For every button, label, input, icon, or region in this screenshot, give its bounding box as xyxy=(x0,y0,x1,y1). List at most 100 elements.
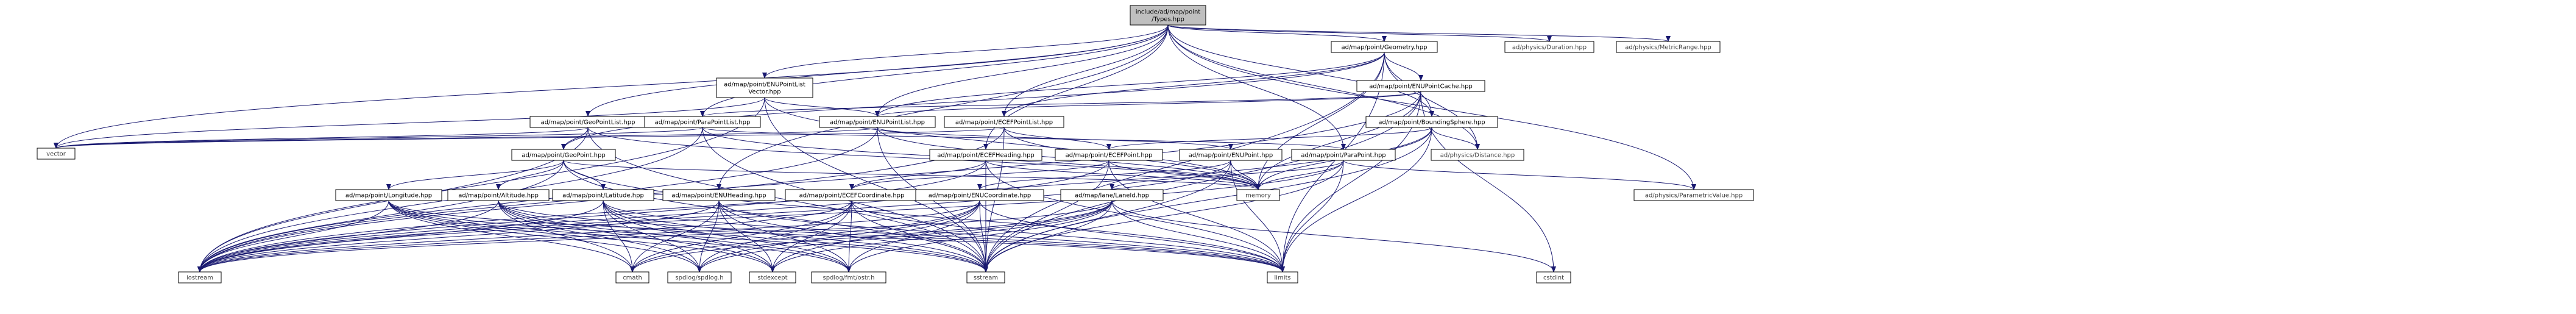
edges-layer xyxy=(54,24,1696,273)
node-enuheading[interactable]: ad/map/point/ENUHeading.hpp xyxy=(662,189,776,201)
edge-types-to-duration xyxy=(1167,24,1552,42)
edge-altitude-to-stdexcept xyxy=(498,200,775,273)
edge-longitude-to-limits xyxy=(388,200,1285,273)
edge-altitude-to-fmt xyxy=(498,200,851,273)
node-label-sstream-0: sstream xyxy=(974,275,998,282)
node-label-enupointcache-0: ad/map/point/ENUPointCache.hpp xyxy=(1369,84,1473,90)
node-geopoint[interactable]: ad/map/point/GeoPoint.hpp xyxy=(511,149,616,161)
edge-enupointcache-to-parapointlist xyxy=(700,91,1421,117)
edge-parapointlist-to-parapoint xyxy=(702,127,1346,150)
node-label-types-1: /Types.hpp xyxy=(1152,16,1184,23)
edge-types-to-ecefpointlist xyxy=(1002,24,1169,117)
node-box-ecefpointlist xyxy=(944,116,1064,128)
edge-latitude-to-sstream xyxy=(603,200,988,273)
edge-geometry-to-distance xyxy=(1384,52,1480,150)
edge-ecefheading-to-limits xyxy=(985,160,1285,273)
edge-enucoordinate-to-cmath xyxy=(630,200,980,273)
edge-enupointlist-to-vector xyxy=(54,127,878,149)
node-label-duration-0: ad/physics/Duration.hpp xyxy=(1512,45,1587,51)
edge-geometry-to-sstream xyxy=(983,52,1385,273)
nodes-layer: include/ad/map/point/Types.hpp ad/map/poi… xyxy=(37,5,1754,284)
node-box-longitude xyxy=(335,189,442,201)
edge-types-to-parapoint xyxy=(1167,24,1346,150)
edge-types-to-geometry xyxy=(1167,24,1387,42)
node-boundingsphere[interactable]: ad/map/point/BoundingSphere.hpp xyxy=(1365,116,1498,128)
node-label-enuheading-0: ad/map/point/ENUHeading.hpp xyxy=(671,193,766,199)
node-types: include/ad/map/point/Types.hpp xyxy=(1130,5,1206,26)
edge-enupointcache-to-enupointlist xyxy=(875,91,1421,117)
node-enupoint[interactable]: ad/map/point/ENUPoint.hpp xyxy=(1179,149,1283,161)
edge-ecefheading-to-memory xyxy=(985,160,1261,190)
edge-enupointcache-to-iostream xyxy=(197,91,1421,273)
edge-boundingsphere-to-sstream xyxy=(983,127,1432,273)
node-ecefcoordinate[interactable]: ad/map/point/ECEFCoordinate.hpp xyxy=(785,189,919,201)
node-box-cstdint xyxy=(1536,271,1571,284)
node-altitude[interactable]: ad/map/point/Altitude.hpp xyxy=(447,189,550,201)
edge-enupointlistvector-to-memory xyxy=(764,97,1261,190)
node-label-parapoint-0: ad/map/point/ParaPoint.hpp xyxy=(1301,152,1385,159)
node-enupointlist[interactable]: ad/map/point/ENUPointList.hpp xyxy=(819,116,936,128)
node-memory: memory xyxy=(1236,189,1280,201)
edge-enuheading-to-sstream xyxy=(718,200,988,273)
edge-enuheading-to-fmt xyxy=(718,200,851,273)
node-box-fmt xyxy=(811,271,886,284)
edge-ecefcoordinate-to-fmt xyxy=(846,200,852,273)
node-cmath: cmath xyxy=(615,271,649,284)
node-label-geopointlist-0: ad/map/point/GeoPointList.hpp xyxy=(541,120,635,126)
edge-ecefcoordinate-to-iostream xyxy=(197,200,852,273)
node-label-geometry-0: ad/map/point/Geometry.hpp xyxy=(1342,45,1428,51)
node-vector: vector xyxy=(37,148,76,160)
node-label-geopoint-0: ad/map/point/GeoPoint.hpp xyxy=(522,152,605,159)
node-laneid[interactable]: ad/map/lane/LaneId.hpp xyxy=(1060,189,1164,201)
node-latitude[interactable]: ad/map/point/Latitude.hpp xyxy=(552,189,654,201)
edge-altitude-to-iostream xyxy=(197,200,499,273)
node-label-boundingsphere-0: ad/map/point/BoundingSphere.hpp xyxy=(1378,120,1485,126)
edge-enuheading-to-stdexcept xyxy=(718,200,775,273)
node-ecefpoint[interactable]: ad/map/point/ECEFPoint.hpp xyxy=(1055,149,1163,161)
edge-laneid-to-cmath xyxy=(630,200,1113,273)
edge-geometry-to-memory xyxy=(1256,52,1385,190)
edge-enupointlistvector-to-sstream xyxy=(764,97,988,273)
node-ecefpointlist[interactable]: ad/map/point/ECEFPointList.hpp xyxy=(944,116,1064,128)
node-enucoordinate[interactable]: ad/map/point/ENUCoordinate.hpp xyxy=(915,189,1044,201)
edge-enupointcache-to-memory xyxy=(1256,91,1421,190)
node-box-geometry xyxy=(1331,41,1438,53)
node-box-stdexcept xyxy=(749,271,796,284)
node-longitude[interactable]: ad/map/point/Longitude.hpp xyxy=(335,189,442,201)
node-box-enupoint xyxy=(1179,149,1283,161)
edge-ecefpointlist-to-ecefpoint xyxy=(1003,127,1111,150)
edge-enuheading-to-spdlog xyxy=(697,200,720,273)
edge-ecefcoordinate-to-sstream xyxy=(851,200,988,273)
edge-laneid-to-iostream xyxy=(197,200,1113,273)
edge-geometry-to-ecefpointlist xyxy=(1002,52,1385,117)
edge-longitude-to-iostream xyxy=(197,200,389,273)
node-box-iostream xyxy=(178,271,222,284)
node-label-limits-0: limits xyxy=(1274,275,1290,282)
edge-boundingsphere-to-limits xyxy=(1280,127,1432,273)
edge-laneid-to-cstdint xyxy=(1111,200,1556,273)
node-limits: limits xyxy=(1267,271,1298,284)
edge-enuheading-to-limits xyxy=(718,200,1285,273)
edge-geometry-to-geopoint xyxy=(561,52,1385,150)
node-enupointcache[interactable]: ad/map/point/ENUPointCache.hpp xyxy=(1356,80,1485,92)
node-label-vector-0: vector xyxy=(46,151,66,158)
edge-enupointlistvector-to-vector xyxy=(54,97,765,149)
edge-enupoint-to-limits xyxy=(1230,160,1285,273)
node-geopointlist[interactable]: ad/map/point/GeoPointList.hpp xyxy=(529,116,646,128)
node-ecefheading[interactable]: ad/map/point/ECEFHeading.hpp xyxy=(929,149,1042,161)
node-label-iostream-0: iostream xyxy=(186,275,213,282)
node-label-spdlog-0: spdlog/spdlog.h xyxy=(675,275,723,282)
node-label-enupointlistvector-0: ad/map/point/ENUPointList xyxy=(724,82,805,88)
edge-laneid-to-limits xyxy=(1111,200,1285,273)
node-box-parametricvalue xyxy=(1633,189,1754,201)
node-box-cmath xyxy=(615,271,649,284)
node-geometry[interactable]: ad/map/point/Geometry.hpp xyxy=(1331,41,1438,53)
node-label-ecefpointlist-0: ad/map/point/ECEFPointList.hpp xyxy=(955,120,1053,126)
node-label-enupointlist-0: ad/map/point/ENUPointList.hpp xyxy=(830,120,925,126)
node-label-ecefcoordinate-0: ad/map/point/ECEFCoordinate.hpp xyxy=(799,193,905,199)
node-parapoint[interactable]: ad/map/point/ParaPoint.hpp xyxy=(1291,149,1396,161)
node-parapointlist[interactable]: ad/map/point/ParaPointList.hpp xyxy=(644,116,761,128)
edge-longitude-to-cmath xyxy=(388,200,635,273)
